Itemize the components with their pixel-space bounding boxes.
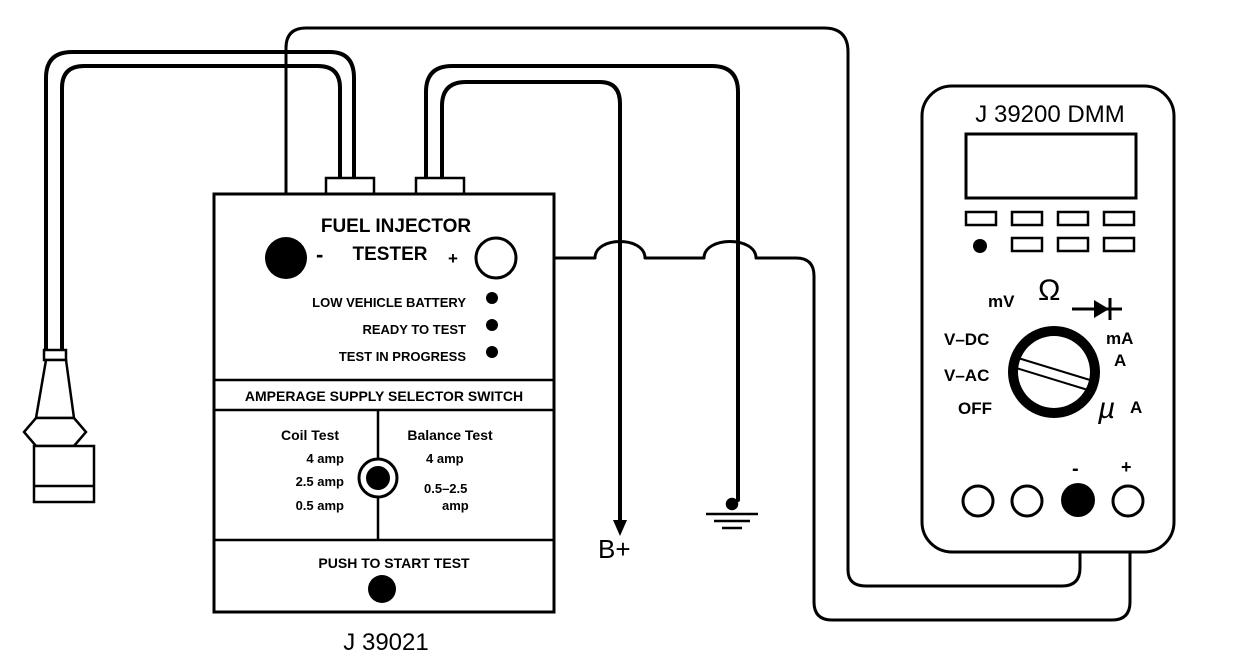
dmm-title: J 39200 DMM	[975, 101, 1124, 128]
indicator-label-low-battery: LOW VEHICLE BATTERY	[312, 295, 466, 310]
dmm-negative-lead	[284, 26, 1082, 588]
dmm-button[interactable]	[1010, 210, 1044, 227]
dial-label-vdc: V–DC	[944, 330, 989, 349]
dmm-jack-negative[interactable]	[1061, 483, 1095, 517]
dmm-button[interactable]	[964, 210, 998, 227]
dmm-jack-plus-label: +	[1121, 457, 1132, 477]
tester-negative-terminal[interactable]	[265, 237, 307, 279]
coil-test-label: Coil Test	[281, 427, 339, 443]
dial-label-ma: mA	[1106, 329, 1133, 348]
dial-label-ua-mu: µ	[1097, 392, 1115, 425]
tester-positive-sign: +	[448, 249, 458, 268]
b-plus-label: B+	[598, 534, 631, 564]
push-to-start-button[interactable]	[368, 575, 396, 603]
tester-title-line2: TESTER	[353, 244, 428, 265]
indicator-light-low-battery	[486, 292, 498, 304]
tester-positive-terminal[interactable]	[474, 236, 518, 280]
dmm-body	[920, 84, 1176, 554]
balance-test-option-4: 4 amp	[426, 451, 464, 466]
dmm-positive-lead	[516, 240, 1132, 622]
balance-test-option-range: 0.5–2.5	[424, 481, 467, 496]
dial-label-ohm: Ω	[1038, 274, 1060, 307]
balance-test-option-unit: amp	[442, 498, 469, 513]
indicator-light-ready	[486, 319, 498, 331]
power-cable-inner	[440, 80, 622, 522]
tester-title-line1: FUEL INJECTOR	[321, 216, 472, 237]
dial-label-vac: V–AC	[944, 366, 989, 385]
coil-test-option-2-5: 2.5 amp	[296, 474, 344, 489]
indicator-label-ready: READY TO TEST	[362, 322, 466, 337]
dmm-jack-positive[interactable]	[1111, 484, 1145, 518]
injector-cable-outer	[44, 50, 356, 352]
dmm-button[interactable]	[1102, 210, 1136, 227]
diode-icon	[1072, 298, 1122, 320]
injector-connector	[22, 348, 96, 504]
injector-cable-boot	[324, 176, 376, 196]
digital-multimeter: J 39200 DMM mV Ω V–DC V–AC OFF mA A µ A	[920, 84, 1176, 554]
selector-header: AMPERAGE SUPPLY SELECTOR SWITCH	[245, 388, 523, 404]
tester-negative-sign: -	[316, 242, 323, 267]
coil-test-option-4: 4 amp	[306, 451, 344, 466]
indicator-light-in-progress	[486, 346, 498, 358]
ground-symbol	[706, 497, 758, 530]
balance-test-label: Balance Test	[407, 427, 493, 443]
dmm-rotary-dial[interactable]	[1008, 326, 1100, 418]
amperage-selector-knob[interactable]	[357, 457, 399, 499]
dmm-jack-2[interactable]	[1010, 484, 1044, 518]
dmm-jack-minus-label: -	[1072, 458, 1079, 480]
tester-part-number: J 39021	[343, 629, 428, 656]
dmm-button[interactable]	[1010, 236, 1044, 253]
b-plus-arrow	[613, 520, 627, 536]
power-cable-outer	[424, 64, 740, 502]
indicator-label-in-progress: TEST IN PROGRESS	[339, 349, 466, 364]
dmm-display	[964, 132, 1138, 200]
fuel-injector-tester: FUEL INJECTOR TESTER - + LOW VEHICLE BAT…	[212, 176, 556, 656]
push-to-start-label: PUSH TO START TEST	[318, 555, 470, 571]
dial-label-off: OFF	[958, 399, 992, 418]
dmm-button[interactable]	[1102, 236, 1136, 253]
dmm-button[interactable]	[1056, 210, 1090, 227]
dial-label-a: A	[1114, 351, 1126, 370]
dmm-power-indicator	[973, 239, 987, 253]
coil-test-option-0-5: 0.5 amp	[296, 498, 344, 513]
power-cable-boot	[414, 176, 466, 196]
dmm-jack-1[interactable]	[961, 484, 995, 518]
injector-cable-inner	[60, 64, 342, 352]
dmm-button[interactable]	[1056, 236, 1090, 253]
dial-label-mv: mV	[988, 292, 1015, 311]
dmm-buttons	[964, 210, 1136, 253]
dial-label-ua-a: A	[1130, 398, 1142, 417]
